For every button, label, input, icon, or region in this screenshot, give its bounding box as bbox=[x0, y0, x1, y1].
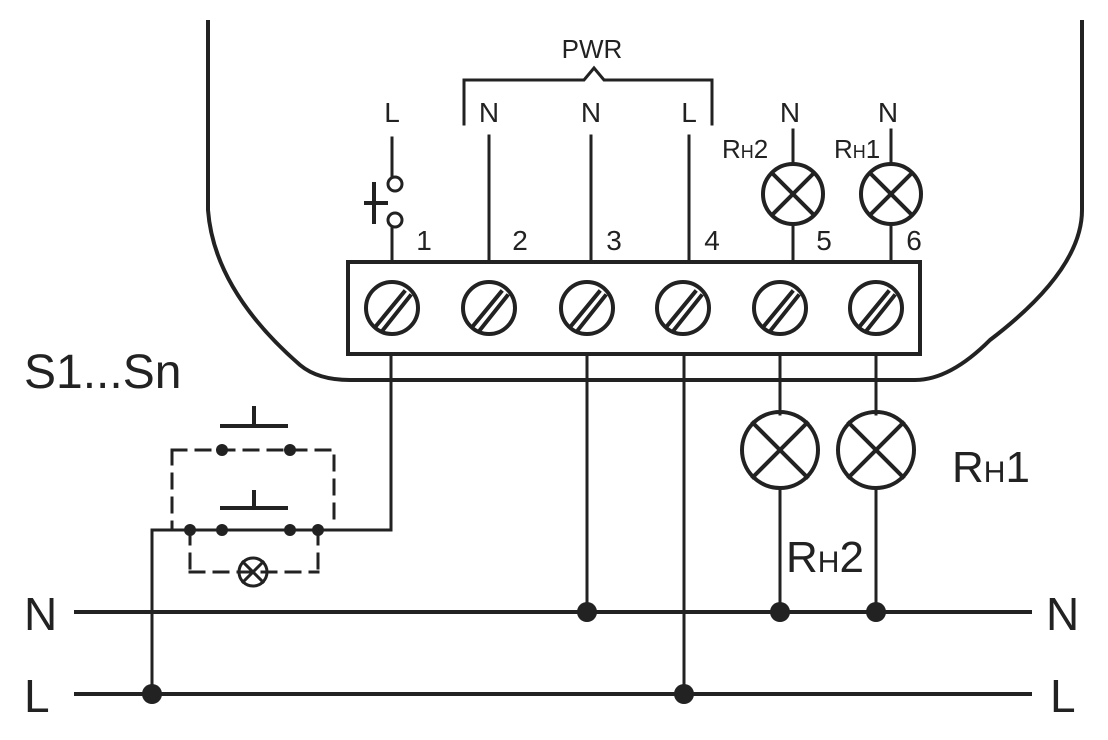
junction-dot-icon-n-5 bbox=[770, 602, 790, 622]
terminal-number-5: 5 bbox=[816, 225, 832, 256]
switch-junction-dot-icon-1 bbox=[184, 524, 196, 536]
pwr-bracket bbox=[462, 65, 714, 126]
terminal-number-3: 3 bbox=[606, 225, 622, 256]
inner-lamp-rh2-icon bbox=[761, 162, 825, 226]
switch-group-wire bbox=[150, 528, 320, 696]
live-bus-label-right: L bbox=[1050, 670, 1076, 722]
terminal-number-6: 6 bbox=[906, 225, 922, 256]
switch-group-label: S1...Sn bbox=[24, 346, 181, 399]
terminal-number-2: 2 bbox=[512, 225, 528, 256]
outer-load-label-rh2: RH2 bbox=[786, 533, 864, 582]
indicator-lamp-icon bbox=[237, 556, 269, 588]
internal-pushbutton-icon bbox=[364, 136, 404, 264]
terminal-number-4: 4 bbox=[704, 225, 720, 256]
outer-load-label-rh1: RH1 bbox=[952, 443, 1030, 492]
inner-lamp-rh1-icon bbox=[859, 162, 923, 226]
terminal-number-1: 1 bbox=[416, 225, 432, 256]
terminal-3-top-label: N bbox=[581, 97, 601, 128]
terminal-1-top-label: L bbox=[384, 97, 400, 128]
neutral-bus-label-right: N bbox=[1046, 588, 1079, 640]
terminal-2-top-label: N bbox=[479, 97, 499, 128]
switch-group bbox=[170, 448, 336, 574]
junction-dot-icon-n-6 bbox=[866, 602, 886, 622]
neutral-bus-label-left: N bbox=[24, 588, 57, 640]
outer-lamp-rh2-icon bbox=[740, 410, 820, 490]
terminal-4-top-label: L bbox=[681, 97, 697, 128]
pushbutton-icon-s1 bbox=[216, 406, 296, 456]
screw-terminal-icon-2 bbox=[461, 280, 517, 336]
screw-terminal-icon-5 bbox=[752, 280, 808, 336]
screw-terminal-icon-4 bbox=[655, 280, 711, 336]
device-housing bbox=[206, 20, 1084, 382]
terminal-5-top-label: N bbox=[780, 97, 800, 128]
terminal-1-wire-bottom bbox=[316, 352, 393, 532]
screw-terminal-icon-3 bbox=[559, 280, 615, 336]
live-bus-label-left: L bbox=[24, 670, 50, 722]
screw-terminal-icon-1 bbox=[364, 280, 420, 336]
outer-lamp-rh1-icon bbox=[836, 410, 916, 490]
pwr-label: PWR bbox=[562, 34, 623, 64]
inner-load-label-rh2: RH2 bbox=[722, 134, 768, 164]
junction-dot-icon-n-3 bbox=[577, 602, 597, 622]
junction-dot-icon-l-4 bbox=[674, 684, 694, 704]
inner-load-label-rh1: RH1 bbox=[834, 134, 880, 164]
terminal-block bbox=[346, 260, 922, 356]
screw-terminal-icon-6 bbox=[848, 280, 904, 336]
junction-dot-icon-l-switch bbox=[142, 684, 162, 704]
switch-junction-dot-icon-2 bbox=[312, 524, 324, 536]
terminal-6-top-label: N bbox=[878, 97, 898, 128]
